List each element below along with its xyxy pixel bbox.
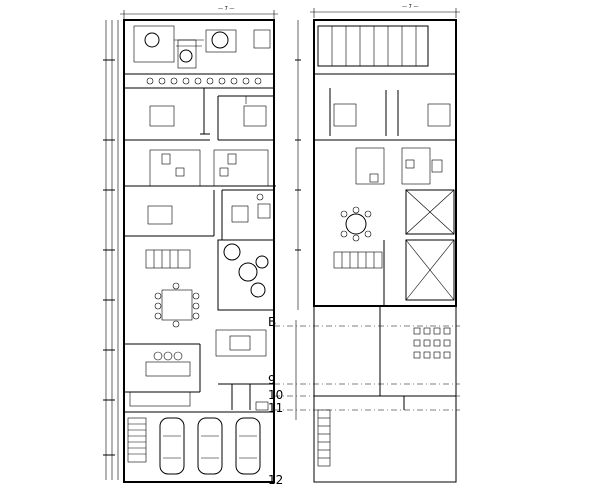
living-area [124,329,267,392]
left-dimension-chain [103,20,119,480]
upper-stair [333,240,385,306]
stair [145,249,191,269]
bed-1 [149,105,175,127]
tree-1 [223,243,241,261]
top-dimension-left: — 7 — [120,6,278,20]
upper-floor-plan: — 7 — [295,4,460,483]
dining-table [161,289,193,321]
ground-floor-plan: — 7 — [103,6,278,483]
tree-3 [255,255,269,269]
right-dimension-chain [295,20,301,310]
stair-and-garden [145,239,275,311]
grid-axes: B 9 10 11 12 [268,315,460,487]
grid-label-11: 11 [268,401,283,415]
bed-2 [243,105,267,127]
top-terrace [124,25,274,89]
sofa-set [215,329,267,357]
upper-lower-open-area [313,305,457,483]
svg-text:— 7 —: — 7 — [402,4,418,10]
bedrooms-block [124,88,274,141]
bathrooms [124,149,276,187]
upper-bedrooms [314,88,456,141]
garage [124,411,274,475]
garage-ramp [127,417,147,463]
car-3 [235,417,261,475]
grid-label-9: 9 [268,373,276,387]
ground-floor-outline [123,19,275,483]
dining-area [154,282,200,328]
grid-label-12: 12 [268,473,283,487]
tree-2 [238,262,258,282]
top-dimension-right: — 7 — [310,4,460,18]
upper-floor-outline [313,19,457,307]
grid-label-b: B [268,315,276,329]
roof-panels [314,25,456,75]
skylights [405,189,455,301]
tree-4 [250,282,266,298]
upper-round-table [340,206,372,242]
planter-row [146,77,262,85]
car-2 [197,417,223,475]
kitchen [124,351,200,407]
bedroom-3-and-study [124,189,274,241]
car-1 [159,417,185,475]
garden-court [217,239,275,311]
service-area [218,383,274,411]
grid-label-10: 10 [268,388,283,402]
svg-text:— 7 —: — 7 — [218,6,234,12]
upper-bathrooms [355,147,443,185]
vent-grid [413,327,451,359]
